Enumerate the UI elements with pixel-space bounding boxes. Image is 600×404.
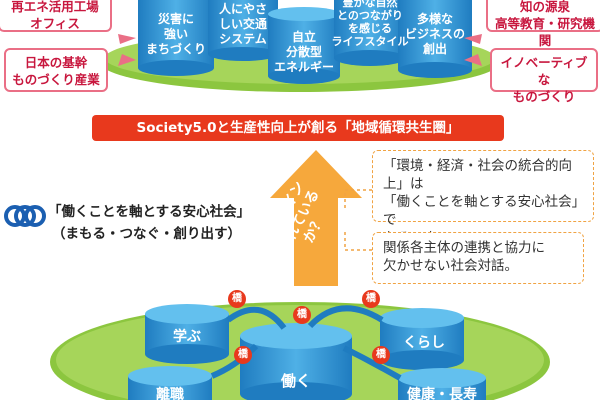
pink-arrow-left-2: [118, 54, 136, 66]
bridge-arc-2: [307, 305, 384, 329]
label-hataraku: 働く: [280, 372, 311, 390]
label-manabu: 学ぶ: [173, 329, 201, 345]
bridge-badge-4: 橋: [234, 346, 252, 364]
society-banner: Society5.0と生産性向上が創る「地域循環共生圏」: [92, 115, 504, 141]
pillar-ritsushoku: [128, 366, 212, 400]
bridge-arc-4: [342, 345, 402, 381]
bottom-platform: [50, 302, 550, 400]
top-pillar-5: [398, 0, 472, 78]
top-platform: [100, 0, 500, 92]
top-pillar-4: [334, 0, 406, 66]
bridge-badge-1: 橋: [228, 290, 246, 308]
top-pillar-label-5: 多様な ビジネスの 創出: [404, 12, 465, 56]
bridge-badge-2: 橋: [293, 306, 311, 324]
right-box-2: イノベーティブな ものづくり: [490, 48, 598, 104]
pillar-hataraku: [240, 323, 352, 400]
note-social-dialogue: 関係各主体の連携と協力に 欠かせない社会対話。: [372, 232, 584, 284]
top-pillar-1: [138, 0, 214, 76]
top-pillar-label-3: 自立 分散型 エネルギー: [273, 30, 334, 74]
top-pillar-label-1: 災害に 強い まちづくり: [145, 12, 206, 56]
label-kurashi: くらし: [403, 335, 445, 351]
top-pillar-2: [208, 0, 278, 61]
bridge-badge-5: 橋: [372, 346, 390, 364]
pink-arrow-right-2: [464, 54, 482, 66]
pink-arrow-right-1: [464, 34, 482, 44]
label-kenko: 健康・長寿: [407, 387, 477, 403]
left-heading-line1: 「働くことを軸とする安心社会」: [48, 204, 251, 220]
label-ritsushoku: 離職: [156, 387, 184, 403]
union-logo-icon: [4, 205, 46, 227]
top-pillar-3: [268, 7, 340, 84]
note-integration: 「環境・経済・社会の統合的向上」は 「働くことを軸とする安心社会」で あるべき。: [372, 150, 594, 246]
up-arrow: [270, 150, 362, 286]
pillar-kurashi: [380, 308, 464, 370]
connector-lines: [344, 189, 378, 251]
pink-arrow-left-1: [118, 34, 136, 44]
right-box-1: 知の源泉 高等教育・研究機関: [486, 0, 600, 48]
pillar-kenko: [398, 368, 486, 400]
left-box-1: 再エネ活用工場 オフィス: [0, 0, 112, 32]
left-box-2: 日本の基幹 ものづくり産業: [4, 48, 108, 92]
bridge-arc-1: [226, 306, 287, 330]
bridge-arc-3: [210, 343, 259, 379]
bridge-badge-3: 橋: [362, 290, 380, 308]
top-pillar-label-2: 人にやさ しい交通 システム: [218, 2, 267, 46]
top-pillar-label-4: 豊かな自然 とのつながり を感じる ライフスタイル: [331, 0, 409, 48]
pillar-manabu: [145, 304, 229, 364]
left-heading-line2: （まもる・つなぐ・創り出す）: [52, 226, 241, 242]
